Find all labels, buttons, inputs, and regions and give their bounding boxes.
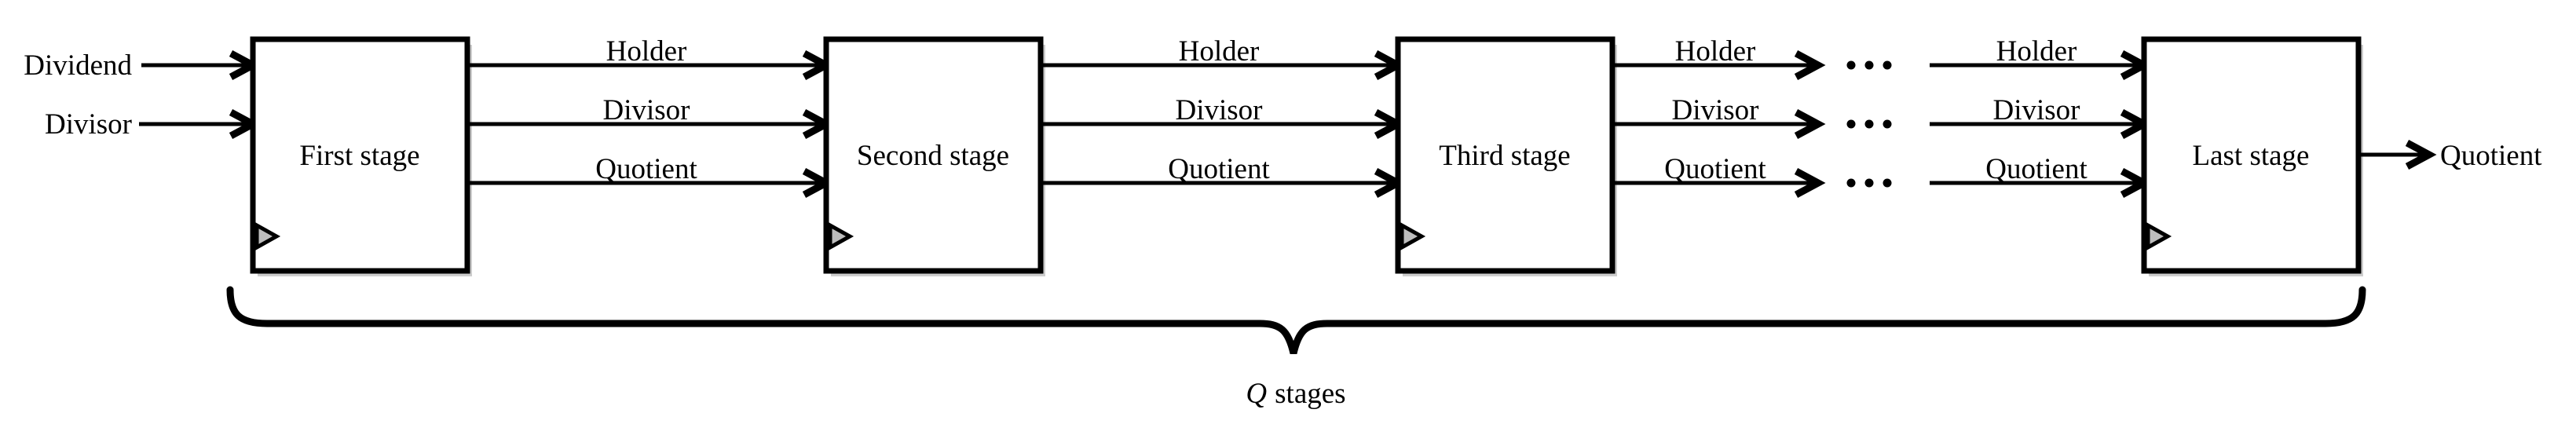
wire-label-divisor: Divisor — [1993, 94, 2080, 126]
bus-stage3-ellipsis: Holder Divisor Quotient — [1612, 35, 1818, 195]
wire-label-quotient: Quotient — [595, 153, 697, 185]
bus-stage2-stage3: Holder Divisor Quotient — [1041, 35, 1398, 195]
input-label-dividend: Dividend — [24, 49, 132, 82]
wire-label-holder: Holder — [606, 35, 687, 68]
wire-label-quotient: Quotient — [1168, 153, 1270, 185]
input-label-divisor: Divisor — [45, 108, 132, 141]
stage-box-last — [2141, 36, 2362, 274]
output-label-quotient: Quotient — [2440, 140, 2542, 172]
q-stages-label-stages: stages — [1275, 378, 1345, 410]
ellipsis-icon — [1846, 119, 1892, 129]
stage-box-second — [823, 36, 1044, 274]
q-stages-brace-icon — [226, 286, 2366, 355]
bus-stage1-stage2: Holder Divisor Quotient — [467, 35, 826, 195]
wire-label-holder: Holder — [1996, 35, 2077, 68]
stage-label-third: Third stage — [1439, 140, 1570, 172]
wire-label-quotient: Quotient — [1985, 153, 2088, 185]
wire-label-divisor: Divisor — [1176, 94, 1263, 126]
wire-label-quotient: Quotient — [1664, 153, 1766, 185]
stage-box-first — [250, 36, 470, 274]
wire-label-divisor: Divisor — [1672, 94, 1759, 126]
stage-label-second: Second stage — [857, 140, 1009, 172]
wire-label-holder: Holder — [1675, 35, 1756, 68]
q-stages-label-q: Q — [1246, 378, 1267, 410]
ellipsis-icon — [1846, 60, 1892, 70]
stage-box-third — [1395, 36, 1615, 274]
wire-label-holder: Holder — [1179, 35, 1260, 68]
stage-label-first: First stage — [299, 140, 419, 172]
ellipsis-icon — [1846, 178, 1892, 188]
wire-label-divisor: Divisor — [603, 94, 690, 126]
stage-label-last: Last stage — [2193, 140, 2310, 172]
bus-ellipsis-laststage: Holder Divisor Quotient — [1930, 35, 2144, 195]
